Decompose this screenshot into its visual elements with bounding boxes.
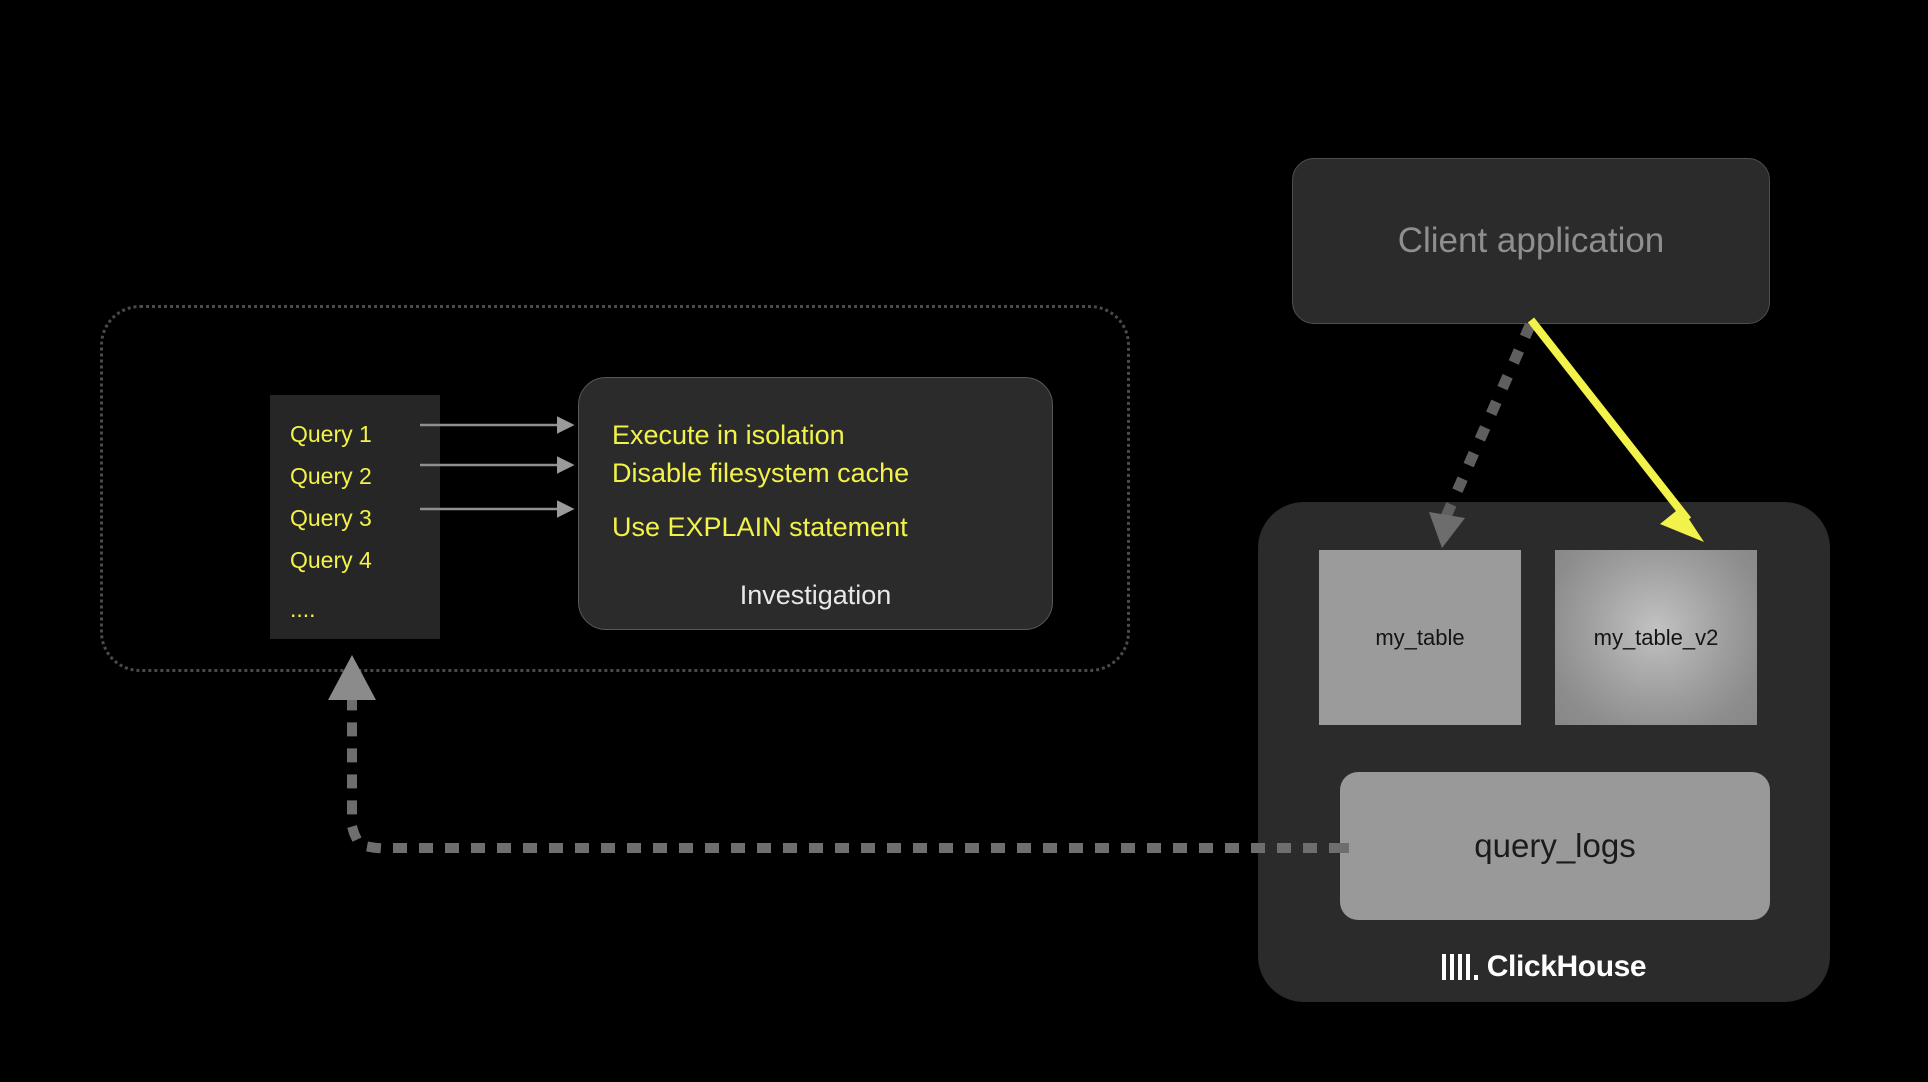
- dotted-arrow-query-logs-feedback: [328, 655, 1365, 853]
- query-list-box: Query 1 Query 2 Query 3 Query 4 ....: [270, 395, 440, 639]
- query-logs-label: query_logs: [1474, 827, 1636, 864]
- table-box-my-table: my_table: [1319, 550, 1521, 725]
- client-application-label: Client application: [1397, 221, 1665, 260]
- table-label-my-table: my_table: [1375, 624, 1465, 650]
- investigation-caption: Investigation: [739, 580, 892, 610]
- list-item-query-1: Query 1: [290, 421, 372, 447]
- investigation-step-use-explain-statement: Use EXPLAIN statement: [612, 512, 908, 542]
- list-item-query-3: Query 3: [290, 505, 372, 531]
- query-logs-box: query_logs: [1340, 772, 1770, 920]
- list-item-query-2: Query 2: [290, 463, 372, 489]
- clickhouse-logo: ClickHouse: [1258, 950, 1830, 984]
- list-item-query-ellipsis: ....: [290, 596, 316, 622]
- table-box-my-table-v2: my_table_v2: [1555, 550, 1757, 725]
- clickhouse-panel: my_table my_table_v2 query_logs ClickHou…: [1258, 502, 1830, 1002]
- investigation-panel: Execute in isolation Disable filesystem …: [578, 377, 1053, 630]
- investigation-step-disable-filesystem-cache: Disable filesystem cache: [612, 458, 910, 488]
- client-application-box: Client application: [1292, 158, 1770, 324]
- investigation-steps: Execute in isolation Disable filesystem …: [612, 416, 909, 546]
- investigation-step-execute-in-isolation: Execute in isolation: [612, 420, 845, 450]
- clickhouse-wordmark: ClickHouse: [1486, 950, 1647, 983]
- table-label-my-table-v2: my_table_v2: [1593, 624, 1719, 650]
- clickhouse-bars-icon: [1441, 954, 1478, 980]
- query-workflow-boundary: [100, 305, 1130, 672]
- list-item-query-4: Query 4: [290, 547, 372, 573]
